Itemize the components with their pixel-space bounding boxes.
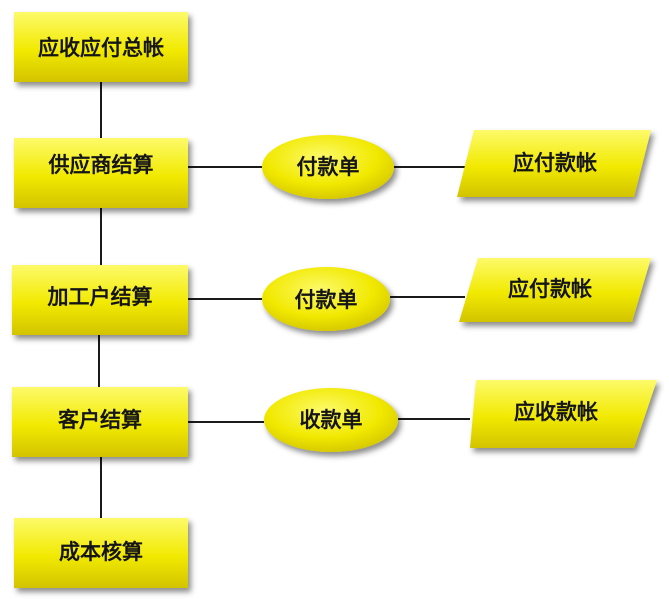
processor-node: 加工户结算 xyxy=(12,265,188,335)
receipt-voucher-label: 收款单 xyxy=(300,408,363,432)
summary-label: 应收应付总帐 xyxy=(38,36,164,60)
supplier-label: 供应商结算 xyxy=(48,153,154,177)
customer-node: 客户结算 xyxy=(12,387,188,457)
connectors xyxy=(98,82,470,518)
processor-label: 加工户结算 xyxy=(47,285,153,309)
payable-account-2-node: 应付款帐 xyxy=(459,258,651,322)
payment-voucher-1-node: 付款单 xyxy=(262,135,394,199)
receivable-account-label: 应收款帐 xyxy=(514,400,598,424)
receivable-account-node: 应收款帐 xyxy=(470,380,657,448)
payment-voucher-1-label: 付款单 xyxy=(297,155,360,179)
cost-node: 成本核算 xyxy=(14,518,188,588)
receipt-voucher-node: 收款单 xyxy=(264,388,398,452)
payable-account-1-node: 应付款帐 xyxy=(457,130,651,197)
payable-account-1-label: 应付款帐 xyxy=(513,151,597,175)
summary-node: 应收应付总帐 xyxy=(14,12,188,82)
payment-voucher-2-node: 付款单 xyxy=(262,267,390,331)
payment-voucher-2-label: 付款单 xyxy=(295,288,358,312)
supplier-node: 供应商结算 xyxy=(14,138,188,208)
customer-label: 客户结算 xyxy=(58,408,142,432)
cost-label: 成本核算 xyxy=(59,540,143,564)
payable-account-2-label: 应付款帐 xyxy=(508,277,592,301)
